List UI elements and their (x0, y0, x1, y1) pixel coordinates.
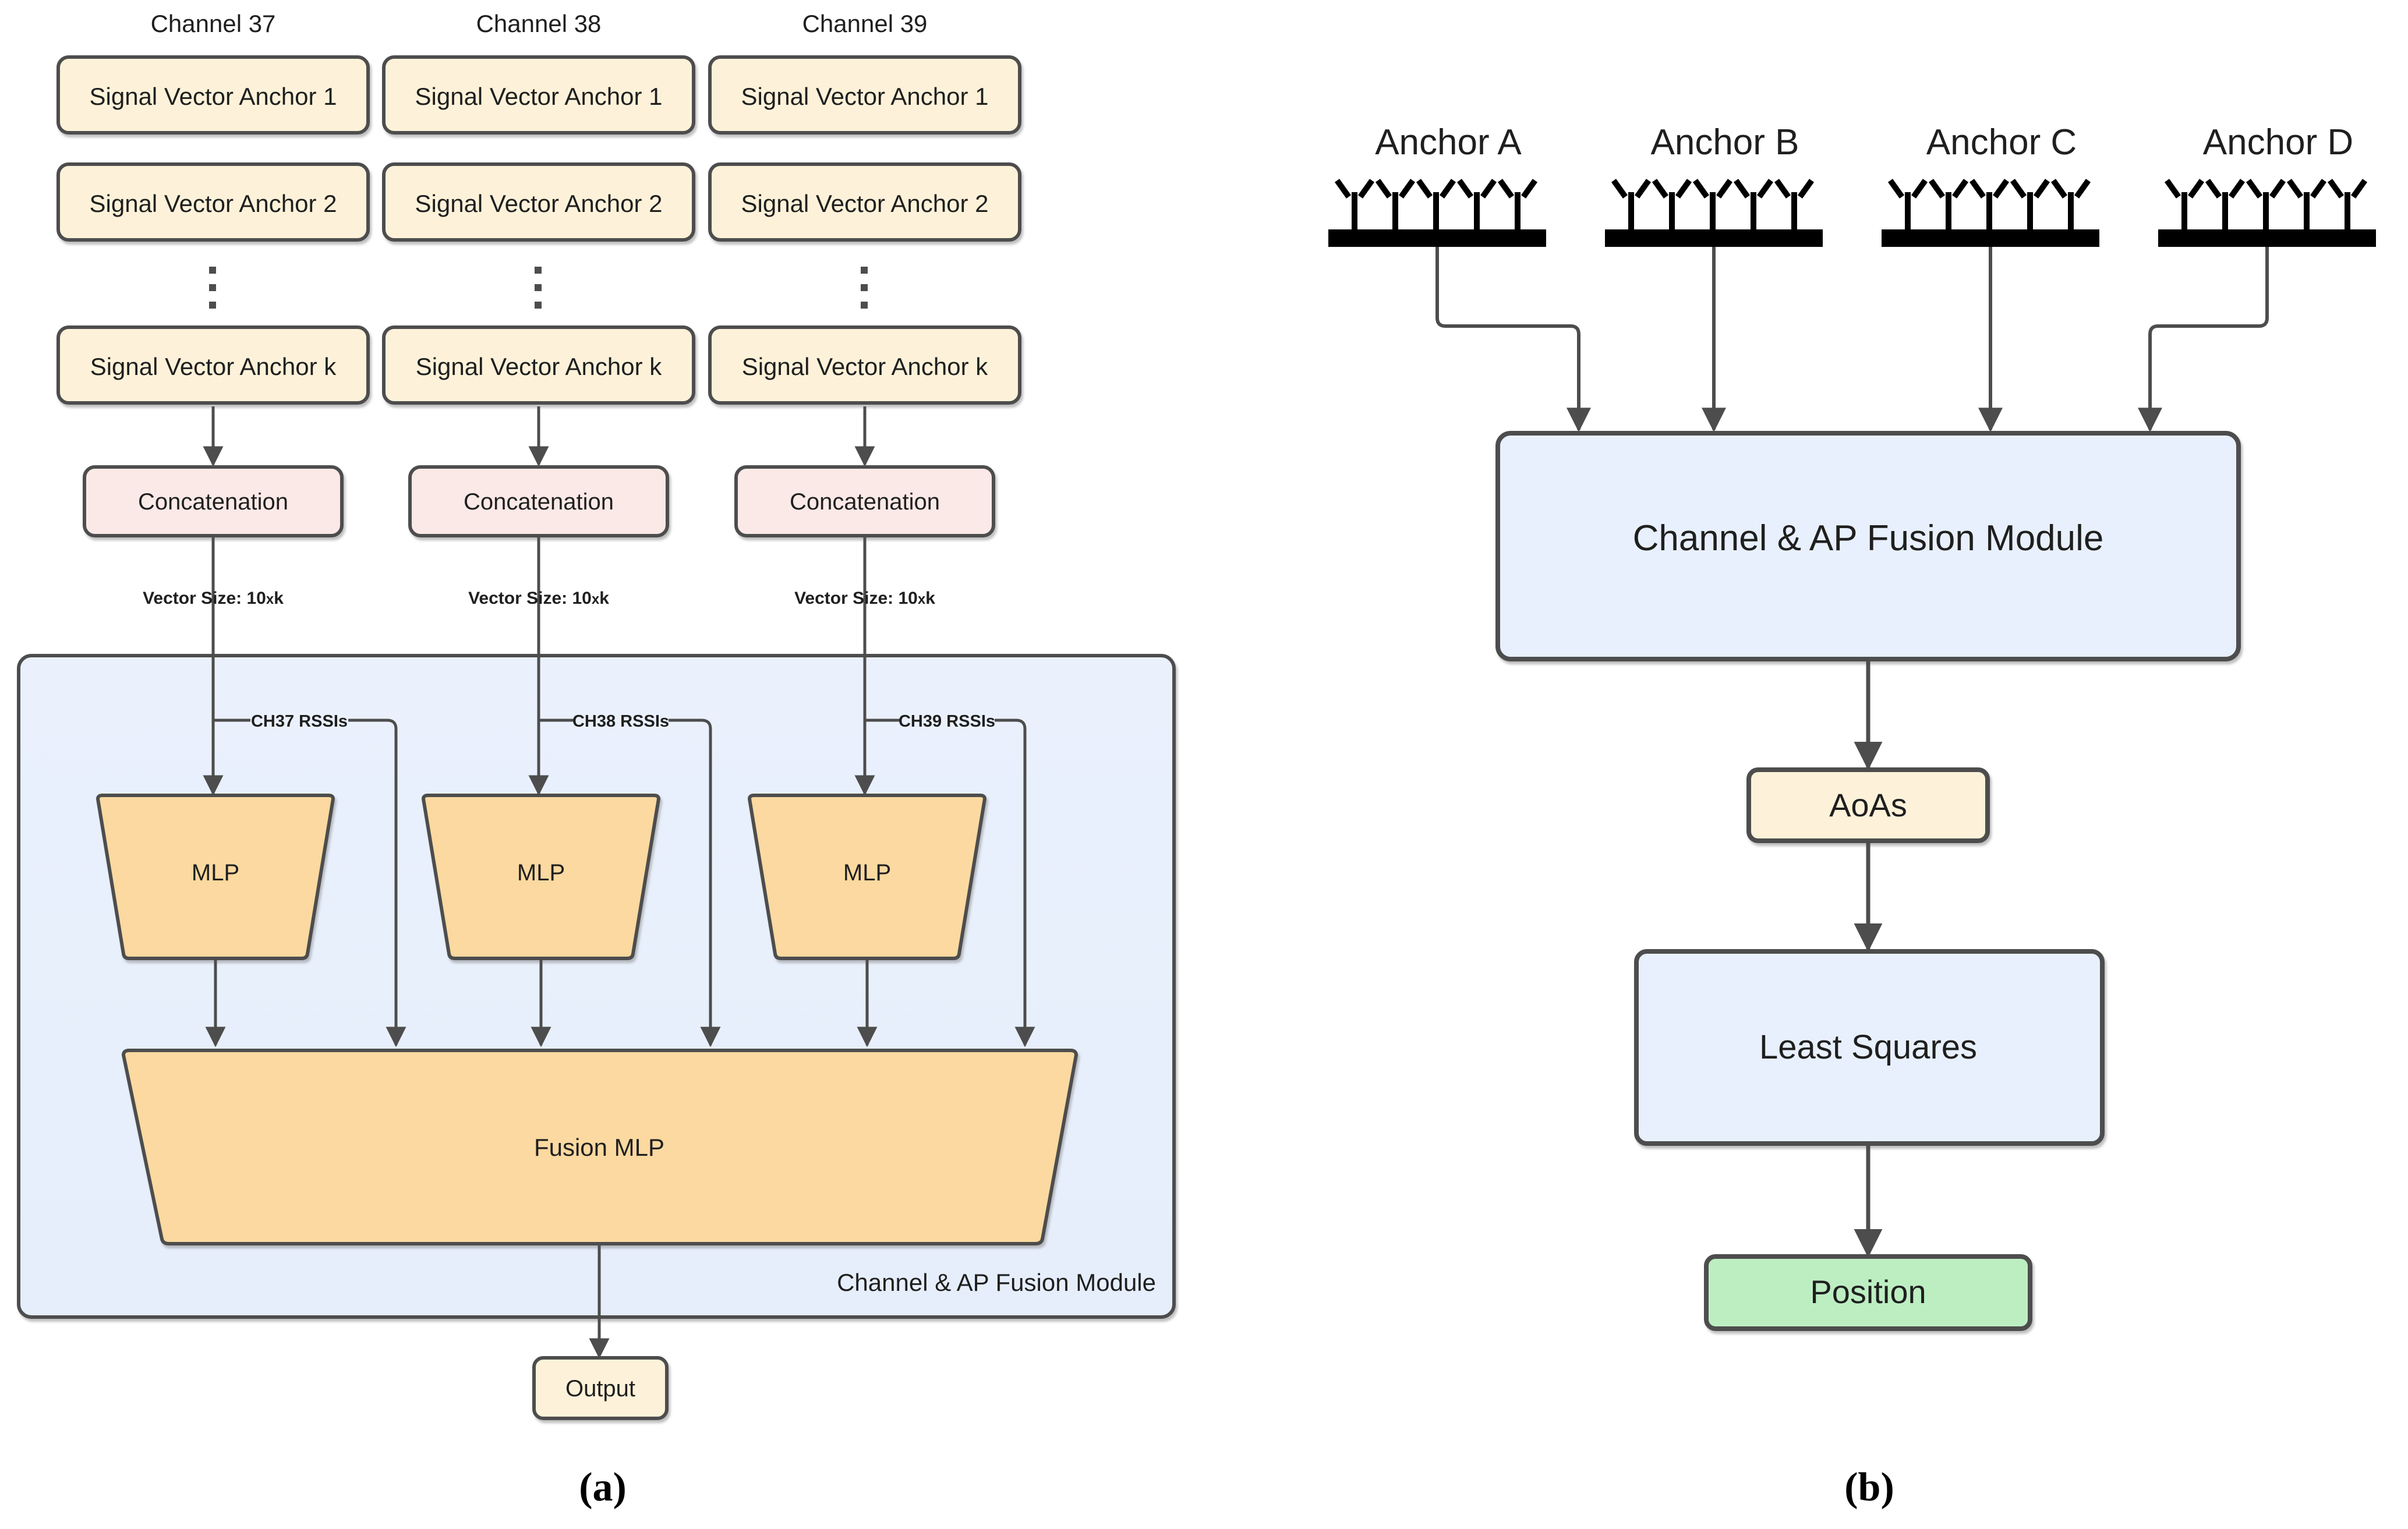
concatenation-box[interactable] (408, 465, 669, 537)
vertical-ellipsis-icon (861, 267, 868, 309)
signal-vector-label: Signal Vector Anchor k (742, 353, 989, 380)
least-squares-box[interactable] (1634, 949, 2105, 1146)
vector-size-label: Vector Size: 10xk (794, 589, 935, 608)
anchor-label-d: Anchor D (2203, 122, 2353, 162)
signal-vector-box[interactable] (382, 325, 695, 405)
rssi-label-37: CH37 RSSIs (251, 712, 348, 731)
signal-vector-label: Signal Vector Anchor 2 (415, 190, 663, 217)
anchor-group-d: Anchor D (2138, 122, 2376, 433)
signal-vector-label: Signal Vector Anchor 2 (741, 190, 989, 217)
column-header-37: Channel 37 (151, 10, 276, 37)
concatenation-box[interactable] (83, 465, 344, 537)
panel-a: Channel 37 Signal Vector Anchor 1 Signal… (17, 10, 1176, 1510)
fusion-mlp-block[interactable] (121, 1049, 1079, 1245)
panel-a-caption: (a) (579, 1465, 627, 1510)
vector-size-label: Vector Size: 10xk (468, 589, 609, 608)
panel-b-caption: (b) (1844, 1465, 1894, 1510)
vector-size-label: Vector Size: 10xk (143, 589, 284, 608)
mlp-block[interactable] (96, 794, 335, 960)
edge-anchor-d-to-fusion (2138, 247, 2269, 433)
anchor-label-a: Anchor A (1375, 122, 1522, 162)
concatenation-label: Concatenation (464, 489, 614, 515)
fusion-container-label-a: Channel & AP Fusion Module (837, 1269, 1156, 1296)
signal-vector-box[interactable] (56, 325, 370, 405)
fusion-mlp-label: Fusion MLP (534, 1134, 664, 1161)
concatenation-box[interactable] (734, 465, 995, 537)
signal-vector-box[interactable] (708, 55, 1021, 135)
anchor-label-b: Anchor B (1650, 122, 1799, 162)
anchor-group-c: Anchor C (1882, 122, 2099, 433)
anchor-group-a: Anchor A (1328, 122, 1591, 433)
signal-vector-box[interactable] (382, 162, 695, 242)
mlp-block[interactable] (421, 794, 661, 960)
position-label: Position (1810, 1273, 1926, 1310)
mlp-block[interactable] (747, 794, 987, 960)
vertical-ellipsis-icon (209, 267, 216, 309)
mlp-label: MLP (517, 860, 565, 886)
anchor-bar-a (1328, 229, 1546, 247)
signal-vector-label: Signal Vector Anchor k (90, 353, 337, 380)
rssi-label-38: CH38 RSSIs (572, 712, 669, 731)
least-squares-label: Least Squares (1759, 1028, 1977, 1066)
vertical-ellipsis-icon (535, 267, 542, 309)
aoas-label: AoAs (1829, 787, 1907, 823)
signal-vector-label: Signal Vector Anchor 2 (90, 190, 337, 217)
edge-rssi-39-to-fusion (865, 719, 1025, 1045)
edge-rssi-38-to-fusion (539, 719, 710, 1045)
edge-anchor-a-to-fusion (1435, 247, 1591, 433)
mlp-label: MLP (843, 860, 891, 886)
signal-vector-label: Signal Vector Anchor 1 (90, 83, 337, 110)
signal-vector-box[interactable] (708, 325, 1021, 405)
panel-b: Anchor A Anchor B (1328, 122, 2376, 1510)
anchor-label-c: Anchor C (1926, 122, 2077, 162)
output-label: Output (565, 1376, 635, 1401)
signal-vector-label: Signal Vector Anchor 1 (741, 83, 989, 110)
signal-vector-label: Signal Vector Anchor k (416, 353, 663, 380)
signal-vector-box[interactable] (56, 162, 370, 242)
signal-vector-label: Signal Vector Anchor 1 (415, 83, 663, 110)
edge-rssi-37-to-fusion (213, 719, 396, 1045)
anchor-bar-b (1605, 229, 1823, 247)
position-box[interactable] (1704, 1254, 2032, 1331)
aoas-box[interactable] (1746, 767, 1990, 843)
channel-column-38: Channel 38 Signal Vector Anchor 1 Signal… (382, 10, 710, 1045)
column-header-39: Channel 39 (802, 10, 928, 37)
signal-vector-box[interactable] (382, 55, 695, 135)
concatenation-label: Concatenation (790, 489, 940, 515)
channel-column-39: Channel 39 Signal Vector Anchor 1 Signal… (708, 10, 1025, 1045)
anchor-bar-d (2158, 229, 2376, 247)
fusion-module-label-b: Channel & AP Fusion Module (1633, 518, 2104, 558)
output-box[interactable] (532, 1356, 669, 1420)
concatenation-label: Concatenation (138, 489, 288, 515)
signal-vector-box[interactable] (56, 55, 370, 135)
rssi-label-39: CH39 RSSIs (899, 712, 995, 731)
anchor-bar-c (1882, 229, 2099, 247)
column-header-38: Channel 38 (476, 10, 602, 37)
fusion-module-box-b[interactable] (1495, 431, 2241, 661)
mlp-label: MLP (192, 860, 239, 886)
signal-vector-box[interactable] (708, 162, 1021, 242)
anchor-group-b: Anchor B (1605, 122, 1823, 433)
channel-column-37: Channel 37 Signal Vector Anchor 1 Signal… (56, 10, 396, 1045)
